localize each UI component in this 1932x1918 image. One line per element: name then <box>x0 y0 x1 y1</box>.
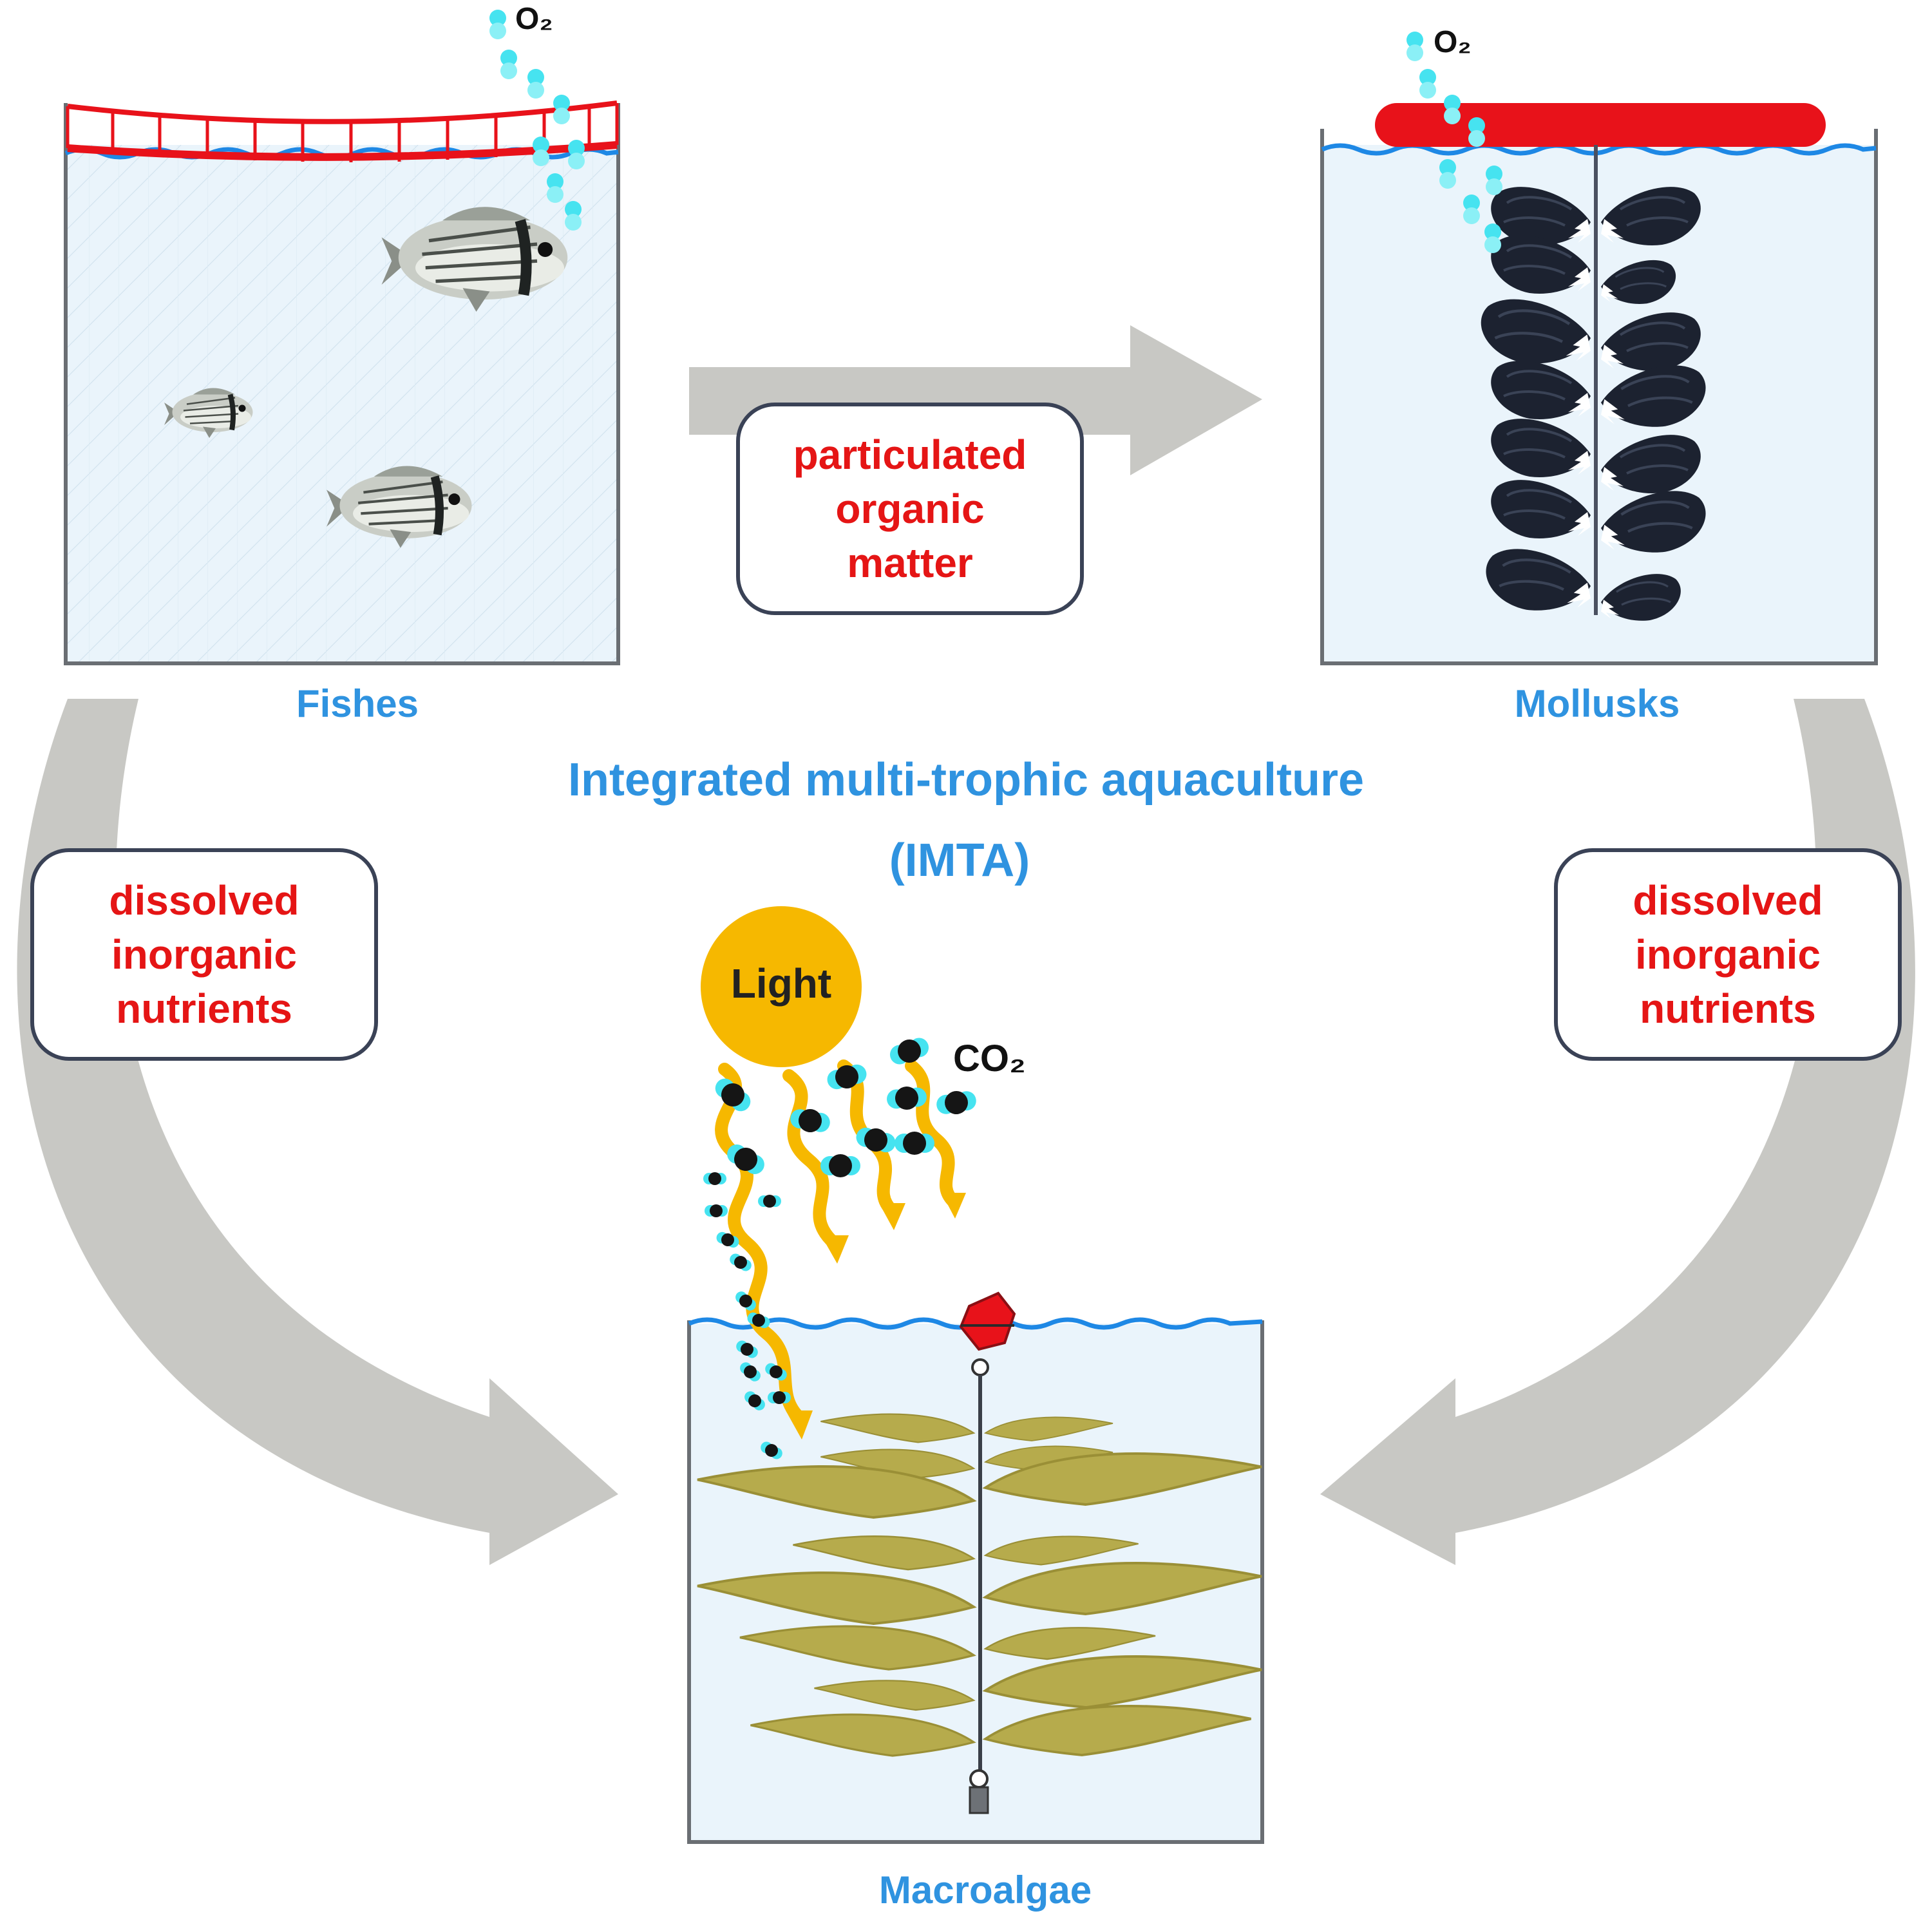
macroalgae-label: Macroalgae <box>878 1868 1092 1912</box>
flow-left-line3: nutrients <box>116 985 292 1032</box>
sun-icon <box>701 906 862 1067</box>
mollusk-float-buoy <box>1375 103 1826 147</box>
mollusk-tank <box>1320 129 1878 665</box>
flow-right-line3: nutrients <box>1640 985 1816 1032</box>
o2-label-fish: O₂ <box>515 2 553 36</box>
flow-top-line3: matter <box>847 540 973 586</box>
marker-buoy <box>959 1291 1016 1814</box>
flow-arrow-mollusk-to-macroalgae <box>1320 699 1915 1565</box>
fishes-label: Fishes <box>296 682 419 725</box>
light-label: Light <box>730 960 832 1007</box>
light-ray-heads <box>786 1193 966 1439</box>
o2-label-mollusk: O₂ <box>1434 25 1472 59</box>
flow-right-line2: inorganic <box>1634 931 1821 978</box>
diagram-title: Integrated multi-trophic aquaculture <box>567 754 1365 806</box>
flow-arrow-fish-to-mollusk <box>689 325 1262 475</box>
flow-right-line1: dissolved <box>1633 877 1823 924</box>
co2-label: CO₂ <box>953 1038 1026 1079</box>
flow-left-line1: dissolved <box>109 877 299 924</box>
flow-top-line1: particulated <box>793 432 1027 478</box>
mollusks-label: Mollusks <box>1514 682 1680 725</box>
diagram-subtitle: (IMTA) <box>889 835 1030 886</box>
flow-box-dissolved-nutrients-right: dissolved inorganic nutrients <box>1554 848 1902 1061</box>
flow-left-line2: inorganic <box>111 931 298 978</box>
flow-arrow-fish-to-macroalgae <box>17 699 618 1565</box>
flow-box-particulate-matter: particulated organic matter <box>736 403 1084 615</box>
flow-box-dissolved-nutrients-left: dissolved inorganic nutrients <box>30 848 378 1061</box>
fish-tank <box>64 103 620 665</box>
flow-top-line2: organic <box>835 486 985 532</box>
